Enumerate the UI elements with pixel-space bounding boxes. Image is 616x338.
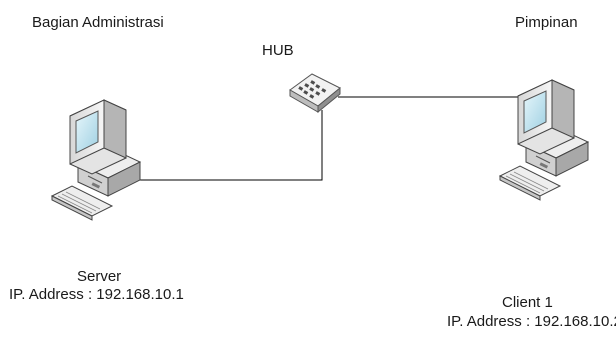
server-hub-link xyxy=(136,110,322,180)
network-hub-icon xyxy=(290,74,340,112)
client-computer-icon xyxy=(500,80,588,200)
connection-lines xyxy=(136,97,536,180)
server-computer-icon xyxy=(52,100,140,220)
